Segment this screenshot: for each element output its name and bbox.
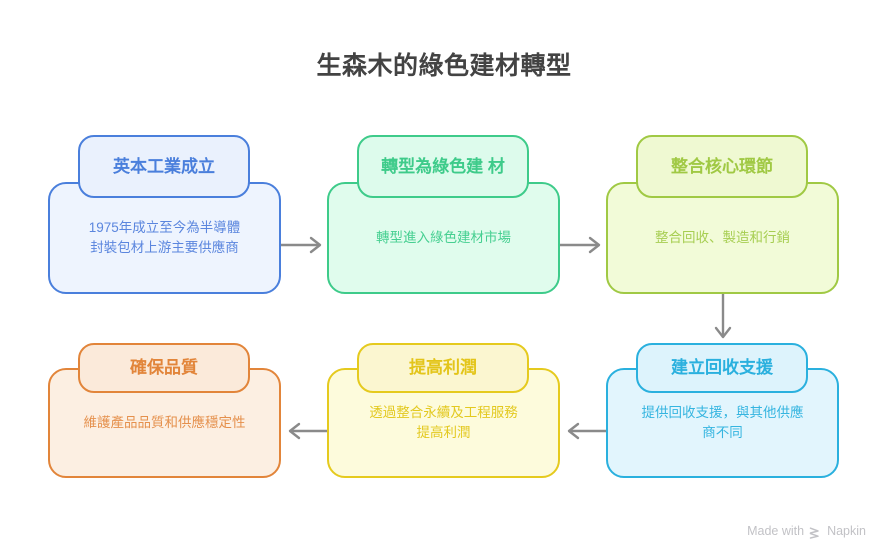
flow-node-5-body-text: 透過整合永續及工程服務 提高利潤 (369, 404, 518, 440)
flow-node-4-header[interactable]: 建立回收支援 (636, 343, 808, 393)
napkin-chevrons-icon (809, 526, 822, 539)
flow-node-6-header[interactable]: 確保品質 (78, 343, 250, 393)
flow-node-1-header[interactable]: 英本工業成立 (78, 135, 250, 198)
flow-node-5-header[interactable]: 提高利潤 (357, 343, 529, 393)
flow-node-4-body-text: 提供回收支援，與其他供應 商不同 (641, 404, 804, 440)
flow-node-3-body: 整合回收、製造和行銷 (606, 182, 839, 294)
made-with-napkin-watermark[interactable]: Made with Napkin (747, 524, 866, 539)
flow-node-2-header-text: 轉型為綠色建 材 (381, 156, 505, 176)
made-with-label: Made with (747, 524, 805, 538)
connector-node5-to-node6 (288, 422, 327, 440)
flow-node-4-header-text: 建立回收支援 (671, 358, 773, 378)
connector-node4-to-node5 (567, 422, 606, 440)
flow-node-6-body-text: 維護產品品質和供應穩定性 (83, 414, 246, 430)
flow-node-2-body: 轉型進入綠色建材市場 (327, 182, 560, 294)
flow-node-3-body-text: 整合回收、製造和行銷 (655, 229, 790, 245)
flow-node-3-header[interactable]: 整合核心環節 (636, 135, 808, 198)
flow-node-1-header-text: 英本工業成立 (113, 156, 215, 176)
connector-node2-to-node3 (560, 236, 601, 254)
flow-node-2-body-text: 轉型進入綠色建材市場 (376, 229, 511, 245)
flow-node-1-body-text: 1975年成立至今為半導體 封裝包材上游主要供應商 (88, 219, 241, 255)
flow-node-6-header-text: 確保品質 (130, 358, 198, 378)
flow-node-3-header-text: 整合核心環節 (671, 156, 773, 176)
flow-node-2-header[interactable]: 轉型為綠色建 材 (357, 135, 529, 198)
flow-node-5-header-text: 提高利潤 (409, 358, 477, 378)
napkin-brand-label: Napkin (827, 524, 866, 538)
page-title: 生森木的綠色建材轉型 (316, 52, 572, 80)
connector-node1-to-node2 (281, 236, 322, 254)
connector-node3-to-node4 (714, 294, 732, 339)
flow-node-1-body: 1975年成立至今為半導體 封裝包材上游主要供應商 (48, 182, 281, 294)
